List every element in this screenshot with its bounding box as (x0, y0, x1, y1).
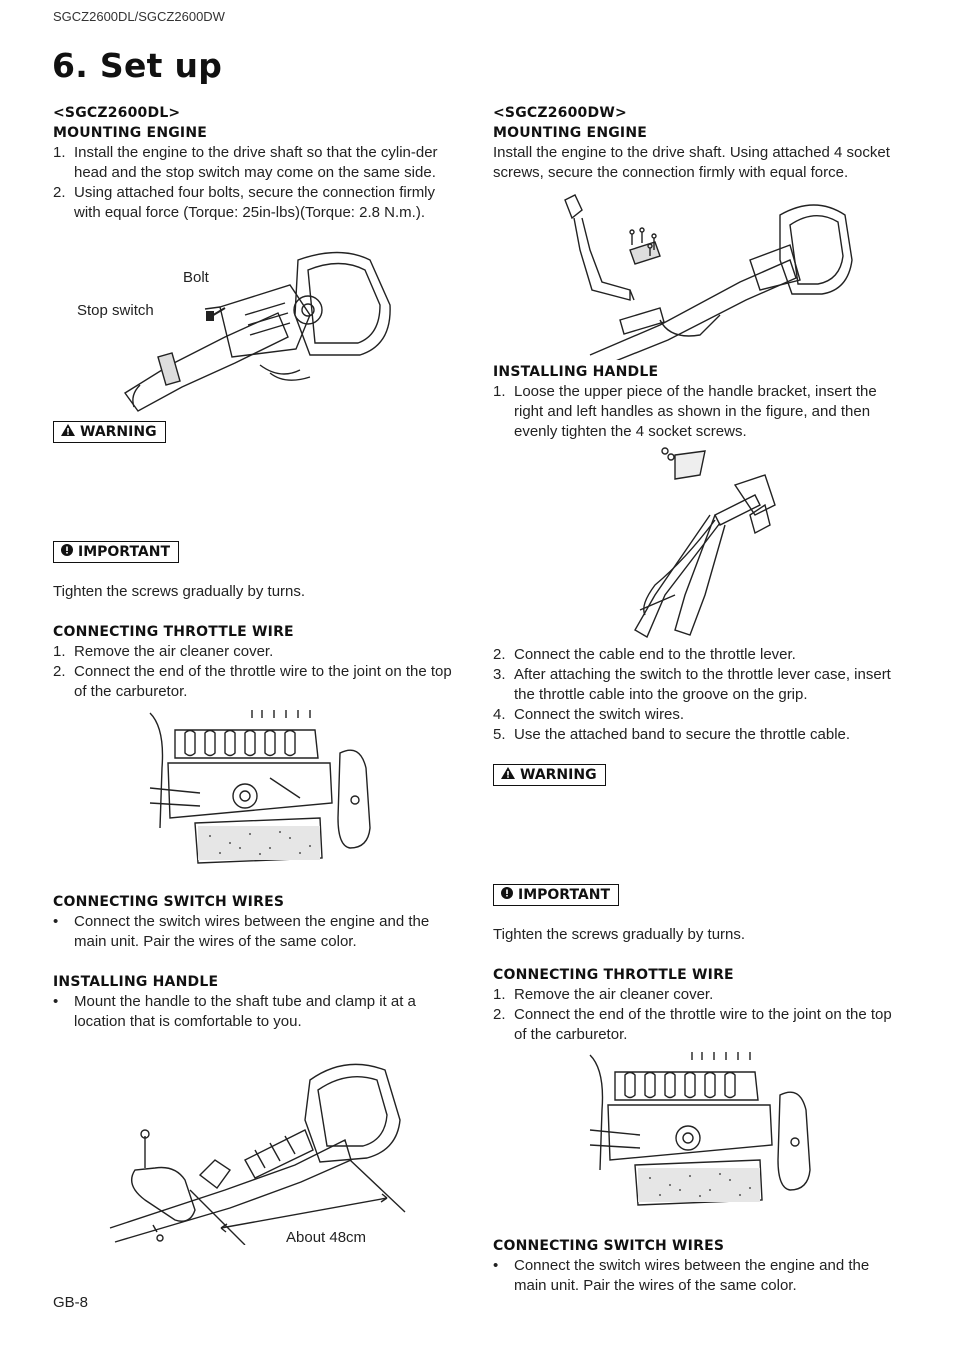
document-header: SGCZ2600DL/SGCZ2600DW (53, 9, 225, 24)
throttle-wire-heading: CONNECTING THROTTLE WIRE (53, 624, 294, 640)
handle-figure-dw (634, 447, 776, 639)
model-heading-dw: <SGCZ2600DW> (493, 105, 627, 121)
list-item: 1.Loose the upper piece of the handle br… (493, 383, 877, 440)
switch-wires-heading: CONNECTING SWITCH WIRES (53, 894, 285, 910)
model-heading-dl: <SGCZ2600DL> (53, 105, 181, 121)
page-title: 6. Set up (52, 46, 223, 85)
mounting-text-dw: Install the engine to the drive shaft. U… (493, 144, 890, 181)
carburetor-figure-left (149, 710, 371, 864)
list-item: 1.Remove the air cleaner cover. (53, 643, 274, 660)
warning-triangle-icon (61, 423, 75, 441)
important-box-left: IMPORTANT (53, 541, 180, 563)
carburetor-figure-right (589, 1052, 811, 1206)
switch-list: •Connect the switch wires between the en… (53, 912, 463, 952)
warning-triangle-icon (501, 766, 515, 784)
list-item: 2.Connect the end of the throttle wire t… (493, 1006, 892, 1043)
list-item: 1.Install the engine to the drive shaft … (53, 144, 438, 181)
handle-steps-1: 1.Loose the upper piece of the handle br… (493, 382, 903, 442)
mounting-engine-heading: MOUNTING ENGINE (53, 125, 208, 141)
handle-list: •Mount the handle to the shaft tube and … (53, 992, 463, 1032)
right-lower-column: Tighten the screws gradually by turns. C… (493, 925, 903, 1045)
throttle-steps-dw: 1.Remove the air cleaner cover. 2.Connec… (493, 985, 903, 1045)
important-text: Tighten the screws gradually by turns. (53, 583, 306, 600)
left-lower-column: Tighten the screws gradually by turns. C… (53, 582, 463, 702)
installing-handle-heading: INSTALLING HANDLE (53, 974, 219, 990)
list-item: 4.Connect the switch wires. (493, 706, 685, 723)
important-box-right: IMPORTANT (493, 884, 620, 906)
switch-wires-heading-dw: CONNECTING SWITCH WIRES (493, 1238, 725, 1254)
list-item: 1.Remove the air cleaner cover. (493, 986, 714, 1003)
exclamation-circle-icon (61, 543, 73, 561)
list-item: 2.Using attached four bolts, secure the … (53, 184, 436, 221)
list-item: •Connect the switch wires between the en… (493, 1257, 870, 1294)
warning-box-right: WARNING (493, 764, 606, 786)
throttle-steps: 1.Remove the air cleaner cover. 2.Connec… (53, 642, 463, 702)
right-handle-section: INSTALLING HANDLE 1.Loose the upper piec… (493, 362, 903, 442)
bolt-label: Bolt (183, 269, 209, 286)
page-number: GB-8 (53, 1294, 89, 1311)
exclamation-circle-icon (501, 886, 513, 904)
mounting-engine-heading-dw: MOUNTING ENGINE (493, 125, 648, 141)
right-steps-2: 2.Connect the cable end to the throttle … (493, 645, 903, 745)
list-item: 2.Connect the cable end to the throttle … (493, 646, 796, 663)
warning-box-left: WARNING (53, 421, 166, 443)
throttle-wire-heading-dw: CONNECTING THROTTLE WIRE (493, 967, 734, 983)
engine-mount-figure (123, 251, 391, 412)
list-item: 5.Use the attached band to secure the th… (493, 726, 851, 743)
list-item: •Connect the switch wires between the en… (53, 913, 430, 950)
list-item: 2.Connect the end of the throttle wire t… (53, 663, 452, 700)
important-text-dw: Tighten the screws gradually by turns. (493, 926, 746, 943)
left-switch-section: CONNECTING SWITCH WIRES •Connect the swi… (53, 892, 463, 1032)
right-switch-section: CONNECTING SWITCH WIRES •Connect the swi… (493, 1236, 903, 1296)
left-column: <SGCZ2600DL> MOUNTING ENGINE 1.Install t… (53, 103, 463, 223)
engine-mount-figure-dw (564, 194, 853, 360)
list-item: 3.After attaching the switch to the thro… (493, 666, 891, 703)
switch-list-dw: •Connect the switch wires between the en… (493, 1256, 903, 1296)
stop-switch-label: Stop switch (77, 302, 154, 319)
handle-steps-2: 2.Connect the cable end to the throttle … (493, 645, 903, 745)
installing-handle-heading-dw: INSTALLING HANDLE (493, 364, 659, 380)
list-item: •Mount the handle to the shaft tube and … (53, 993, 416, 1030)
handle-figure-left (109, 1063, 406, 1245)
about-48cm-label: About 48cm (286, 1229, 367, 1246)
mounting-steps: 1.Install the engine to the drive shaft … (53, 143, 463, 223)
right-column: <SGCZ2600DW> MOUNTING ENGINE Install the… (493, 103, 903, 183)
